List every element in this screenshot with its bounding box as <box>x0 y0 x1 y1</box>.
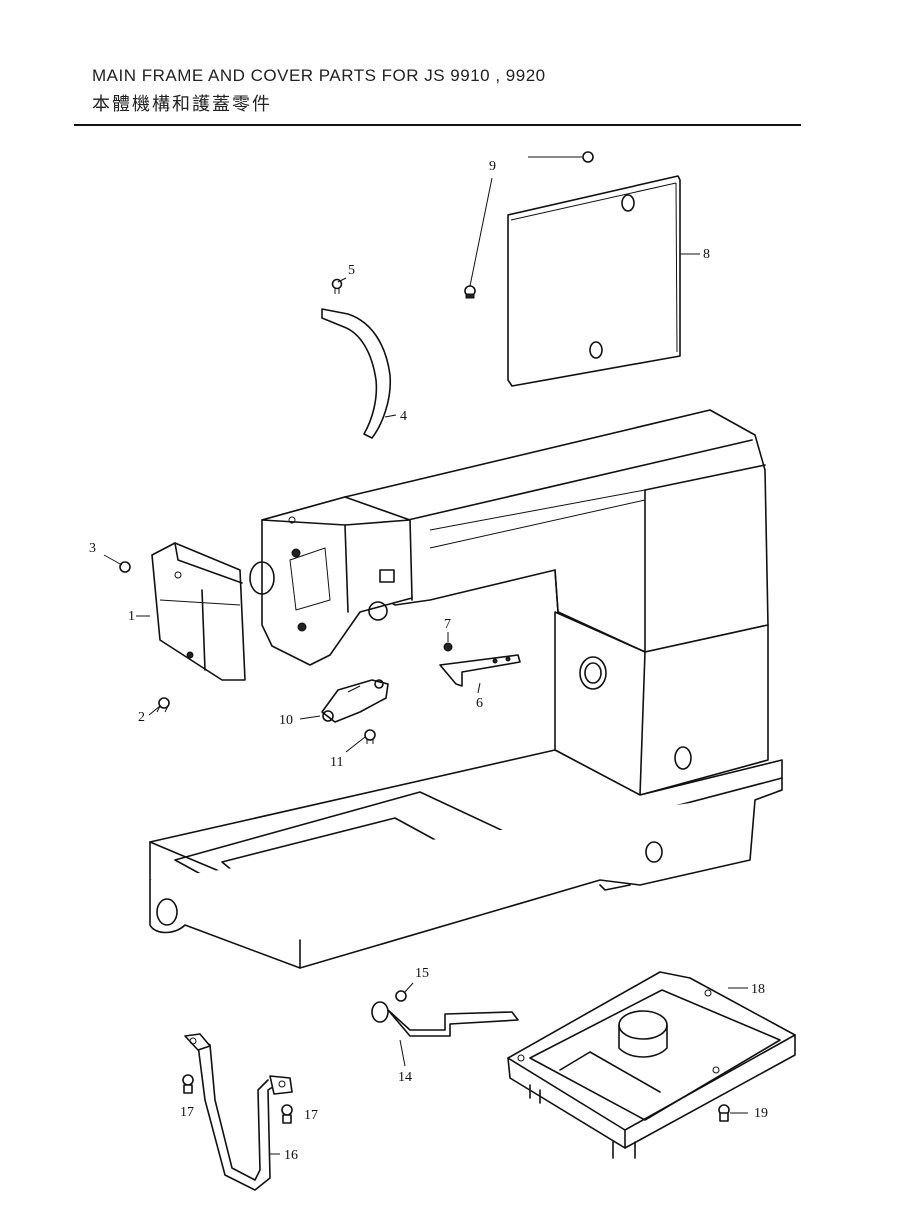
title-block: MAIN FRAME AND COVER PARTS FOR JS 9910 ,… <box>92 66 546 116</box>
callout-6: 6 <box>476 696 483 711</box>
top-cover-plate <box>507 175 681 387</box>
spring-rod <box>371 1001 519 1037</box>
callout-17b: 17 <box>304 1108 318 1123</box>
leader-lines <box>103 156 748 1155</box>
callout-5: 5 <box>348 263 355 278</box>
header-divider <box>74 124 801 126</box>
bracket-screws <box>182 1074 293 1124</box>
callout-3: 3 <box>89 541 96 556</box>
callout-14: 14 <box>398 1070 412 1085</box>
pan-screw <box>718 1104 730 1122</box>
callout-labels: 1 2 3 4 5 6 7 8 9 10 11 14 15 16 17 17 1… <box>89 159 768 1163</box>
face-cover-screws <box>119 561 170 713</box>
guard-screw <box>331 278 343 294</box>
main-arm-body <box>249 409 769 666</box>
rod-screw <box>395 990 407 1002</box>
callout-4: 4 <box>400 409 407 424</box>
callout-8: 8 <box>703 247 710 262</box>
bracket-plate <box>321 679 389 723</box>
callout-15: 15 <box>415 966 429 981</box>
u-bracket <box>184 1033 293 1191</box>
face-cover <box>151 542 246 681</box>
machine-bed <box>149 749 783 969</box>
callout-19: 19 <box>754 1106 768 1121</box>
oil-pan <box>507 971 796 1159</box>
lever-screw <box>443 642 453 652</box>
callout-16: 16 <box>284 1148 298 1163</box>
bracket-screw <box>364 729 376 744</box>
callout-9: 9 <box>489 159 496 174</box>
callout-2: 2 <box>138 710 145 725</box>
callout-7: 7 <box>444 617 451 632</box>
callout-10: 10 <box>279 713 293 728</box>
callout-17a: 17 <box>180 1105 194 1120</box>
callout-1: 1 <box>128 609 135 624</box>
callout-18: 18 <box>751 982 765 997</box>
page-title-chinese: 本體機構和護蓋零件 <box>92 94 272 115</box>
page-title: MAIN FRAME AND COVER PARTS FOR JS 9910 ,… <box>92 66 546 85</box>
curved-guard <box>321 308 392 439</box>
lever-bar <box>439 654 521 687</box>
cover-screws <box>464 151 594 299</box>
callout-11: 11 <box>330 755 343 770</box>
frame-column <box>554 611 769 796</box>
